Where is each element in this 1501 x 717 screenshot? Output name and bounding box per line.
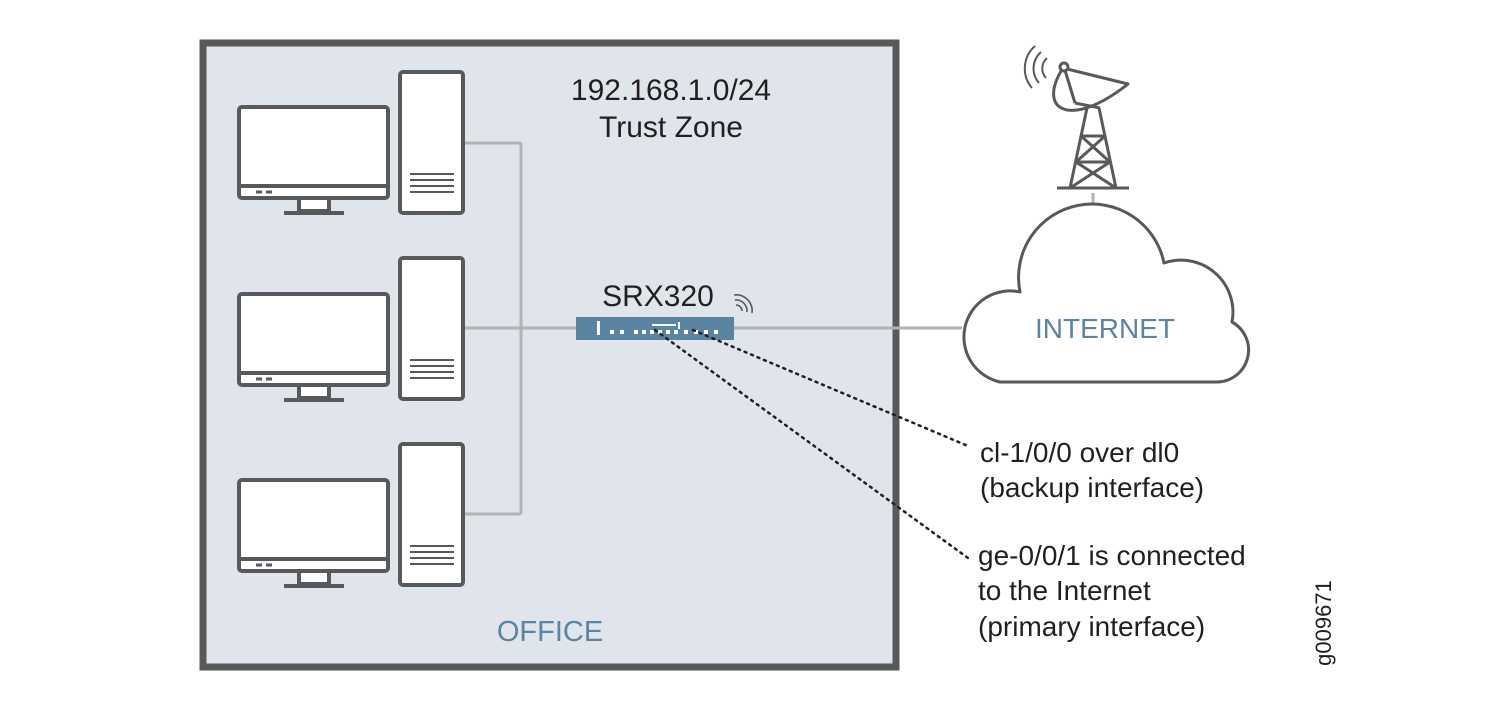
wifi-signal-icon [733, 294, 753, 314]
satellite-tower-icon [1023, 45, 1130, 190]
tower-pc-icon [398, 442, 465, 587]
backup-annotation-line-1: cl-1/0/0 over dl0 [980, 437, 1179, 468]
tower-pc-icon [398, 70, 465, 215]
primary-annotation-line-3: (primary interface) [978, 611, 1205, 642]
workstation-2 [237, 256, 465, 402]
internet-label: INTERNET [1035, 313, 1175, 344]
annotation-leaders [653, 328, 970, 560]
primary-annotation-line-2: to the Internet [978, 575, 1151, 606]
lan-links [464, 141, 577, 516]
device-model-label: SRX320 [602, 280, 714, 313]
backup-annotation-line-2: (backup interface) [980, 472, 1204, 503]
primary-annotation-line-1: ge-0/0/1 is connected [978, 540, 1246, 571]
workstation-3 [237, 442, 465, 588]
subnet-label: 192.168.1.0/24 [571, 74, 771, 107]
srx-router-icon [576, 317, 734, 340]
internet-cloud-icon [962, 202, 1251, 384]
tower-pc-icon [398, 256, 465, 401]
zone-label: Trust Zone [599, 111, 743, 144]
workstation-1 [237, 70, 465, 215]
figure-id: g009671 [1311, 580, 1336, 666]
office-label: OFFICE [497, 616, 603, 648]
